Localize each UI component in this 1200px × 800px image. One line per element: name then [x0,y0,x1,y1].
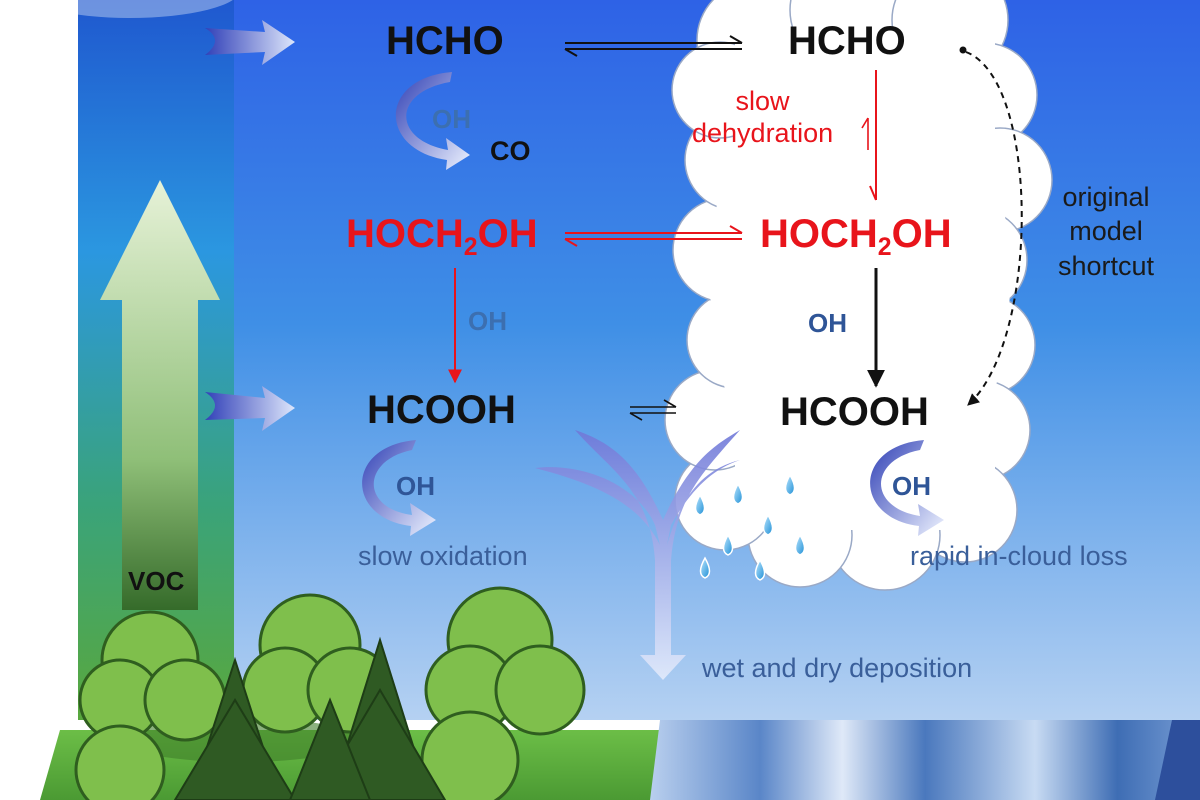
slow-oxidation-label: slow oxidation [358,541,528,571]
curl-arrow-hcooh [362,440,436,536]
sun-glow [27,0,233,18]
incoming-arrow-bottom [205,386,295,431]
oh-label-gas-hcho: OH [432,104,471,134]
gas-hcho-label: HCHO [386,19,504,63]
voc-up-arrow [100,180,220,610]
equilibrium-hcooh-phase-reverse [629,412,676,421]
cloud-fill [710,30,1010,530]
cloud-hcho-label: HCHO [788,19,906,63]
equilibrium-hcho-phase-reverse [564,48,742,57]
hydration-forward [869,70,877,201]
voc-label: VOC [128,566,185,596]
slow-dehydration-label: slow dehydration [692,86,834,148]
deposition-label: wet and dry deposition [702,653,973,683]
rain-drops [694,473,806,581]
gas-hoch2oh-label: HOCH2OH [346,212,538,261]
equilibrium-hoch2oh-phase-forward [565,225,743,234]
water-edge [1155,720,1200,800]
dehydration-reverse [861,117,869,150]
equilibrium-hcooh-phase-forward [630,399,677,408]
oh-label-gas-hcooh: OH [396,471,435,501]
trees [74,586,586,800]
co-label: CO [490,136,531,166]
cloud-hoch2oh-label: HOCH2OH [760,212,952,261]
gas-hcooh-label: HCOOH [367,388,516,432]
model-shortcut-label: original model shortcut [1058,182,1155,281]
incoming-arrow-top [205,20,295,65]
curl-arrow-hcho [395,72,470,170]
rapid-loss-label: rapid in-cloud loss [910,541,1128,571]
oh-label-cloud-hcooh: OH [892,471,931,501]
reaction-arrows [448,35,1023,421]
oh-label-gas-hoch2oh: OH [468,306,507,336]
shortcut-dashed-arrow [965,51,1023,406]
equilibrium-hoch2oh-phase-reverse [564,238,742,247]
oh-label-cloud-hoch2oh: OH [808,308,847,338]
water-surface [650,720,1200,800]
curl-arrow-cloud [870,440,944,536]
shortcut-start-dot [959,46,967,54]
deposition-arrow [535,430,740,680]
equilibrium-hcho-phase-forward [565,35,743,44]
cloud-hcooh-label: HCOOH [780,390,929,434]
